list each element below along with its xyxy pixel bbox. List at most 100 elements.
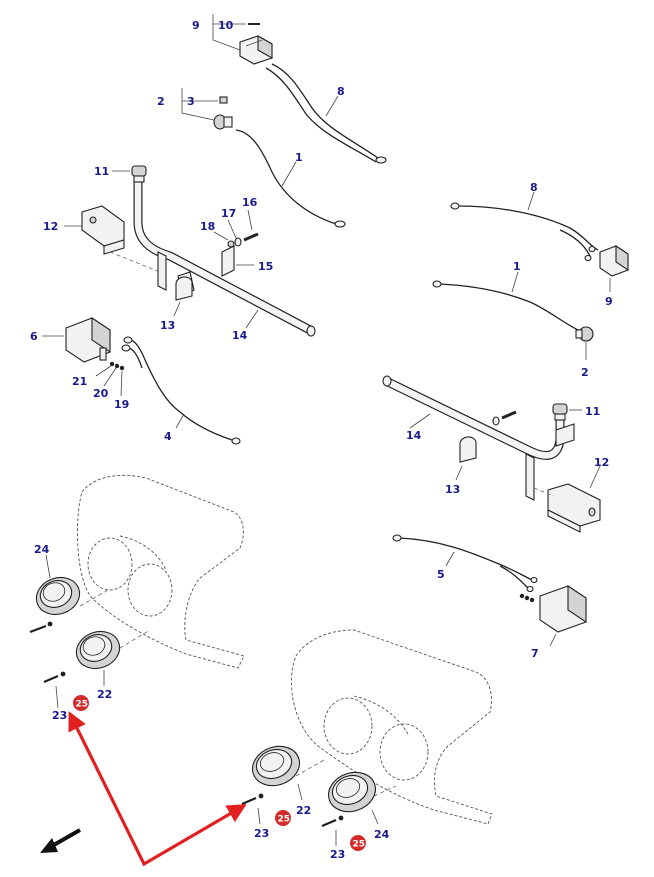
leader-13-right xyxy=(455,465,463,481)
nut-18 xyxy=(227,240,235,248)
wire-harness-5 xyxy=(392,534,538,593)
leader-2-top xyxy=(181,88,215,121)
callout-1-top: 1 xyxy=(295,151,303,164)
bolt-23-right xyxy=(241,793,264,806)
leader-24-right xyxy=(371,809,379,825)
leader-12-right xyxy=(589,465,601,489)
callout-23-right: 23 xyxy=(254,827,269,840)
callout-11-left: 11 xyxy=(94,165,109,178)
callout-6: 6 xyxy=(30,330,38,343)
badge-25-right: 25 xyxy=(350,835,366,851)
callout-8-top: 8 xyxy=(337,85,345,98)
align-right-lamp-2 xyxy=(373,785,397,797)
callout-23-right-2: 23 xyxy=(330,848,345,861)
washers-right xyxy=(519,593,535,603)
leader-22-right xyxy=(297,783,303,801)
callout-12-right: 12 xyxy=(594,456,609,469)
callout-16: 16 xyxy=(242,196,258,209)
badge-25-right-label: 25 xyxy=(353,840,366,850)
callout-2-top: 2 xyxy=(157,95,165,108)
callout-2-right: 2 xyxy=(581,366,589,379)
leader-21 xyxy=(95,365,112,377)
bolt-16 xyxy=(243,232,259,242)
callout-10: 10 xyxy=(218,19,234,32)
pipe-bracket-14-left xyxy=(133,177,316,337)
callout-9-right: 9 xyxy=(605,295,613,308)
badge-25-left: 25 xyxy=(73,695,89,711)
bolt-23-left xyxy=(43,671,66,684)
leader-19 xyxy=(120,370,123,397)
callout-14-left: 14 xyxy=(232,329,248,342)
callout-24-right: 24 xyxy=(374,828,390,841)
lamp-2-right xyxy=(575,326,594,342)
callout-3: 3 xyxy=(187,95,195,108)
bolt-23-left-top xyxy=(29,621,53,634)
callout-13-left: 13 xyxy=(160,319,175,332)
callout-12-left: 12 xyxy=(43,220,58,233)
relay-7 xyxy=(539,584,587,633)
cab-housing-left xyxy=(76,474,245,669)
clamp-13-right xyxy=(459,436,477,463)
bracket-12-left xyxy=(81,205,125,255)
arrow-down-left-icon xyxy=(40,828,81,853)
callout-15: 15 xyxy=(258,260,273,273)
callout-4: 4 xyxy=(164,430,172,443)
callout-7: 7 xyxy=(531,647,539,660)
screw-3 xyxy=(219,96,228,104)
work-lamp-24-right xyxy=(327,771,377,813)
clamp-13-left xyxy=(175,276,193,301)
cap-11-left xyxy=(131,165,147,183)
wire-harness-4 xyxy=(121,336,241,445)
callout-19: 19 xyxy=(114,398,129,411)
callout-13-right: 13 xyxy=(445,483,460,496)
callout-11-right: 11 xyxy=(585,405,600,418)
callout-1-right: 1 xyxy=(513,260,521,273)
callout-8-right: 8 xyxy=(530,181,538,194)
wire-harness-1-top xyxy=(235,129,346,228)
leader-18 xyxy=(213,231,229,241)
badge-25-mid: 25 xyxy=(275,810,291,826)
leader-5 xyxy=(445,551,455,567)
align-left-lamp-1 xyxy=(79,589,109,607)
align-right-lamp-1 xyxy=(295,759,325,777)
leader-14-left xyxy=(245,309,259,329)
callout-14-right: 14 xyxy=(406,429,422,442)
leader-8-right xyxy=(527,191,535,211)
leader-14-right xyxy=(409,413,431,429)
plate-15 xyxy=(221,245,235,277)
leader-8-top xyxy=(325,95,339,117)
leader-1-right xyxy=(511,271,519,293)
lamp-2-top xyxy=(213,114,233,130)
wire-harness-1-right xyxy=(432,280,579,331)
work-lamp-22-right xyxy=(251,745,301,787)
badge-25-mid-label: 25 xyxy=(278,815,291,825)
work-lamp-22-left xyxy=(75,630,121,670)
callout-21: 21 xyxy=(72,375,87,388)
washers-19-21 xyxy=(109,361,125,371)
leader-23-right xyxy=(257,807,261,825)
washer-17 xyxy=(234,237,242,247)
cap-11-right xyxy=(552,403,568,421)
highlight-arrow xyxy=(68,711,247,867)
leader-23-left xyxy=(55,685,59,709)
bolt-23-right-2 xyxy=(321,815,344,828)
wire-harness-8-top xyxy=(265,63,387,164)
wire-harness-8-right xyxy=(450,202,599,262)
work-lamp-24-left xyxy=(35,576,81,616)
leader-20 xyxy=(103,367,117,387)
plate-right xyxy=(555,423,575,447)
callout-23-left: 23 xyxy=(52,709,67,722)
mount-bracket-right xyxy=(525,453,535,501)
leader-9-top xyxy=(212,14,241,51)
leader-24-left xyxy=(45,554,51,579)
align-left-lamp-2 xyxy=(119,629,151,649)
bracket-12-right xyxy=(547,483,601,533)
leader-13-left xyxy=(173,301,181,317)
callout-22-left: 22 xyxy=(97,688,112,701)
relay-6 xyxy=(65,316,111,363)
leader-16 xyxy=(247,209,253,231)
leader-17 xyxy=(227,219,237,239)
callout-24-left: 24 xyxy=(34,543,50,556)
lamp-9-top xyxy=(239,35,273,65)
